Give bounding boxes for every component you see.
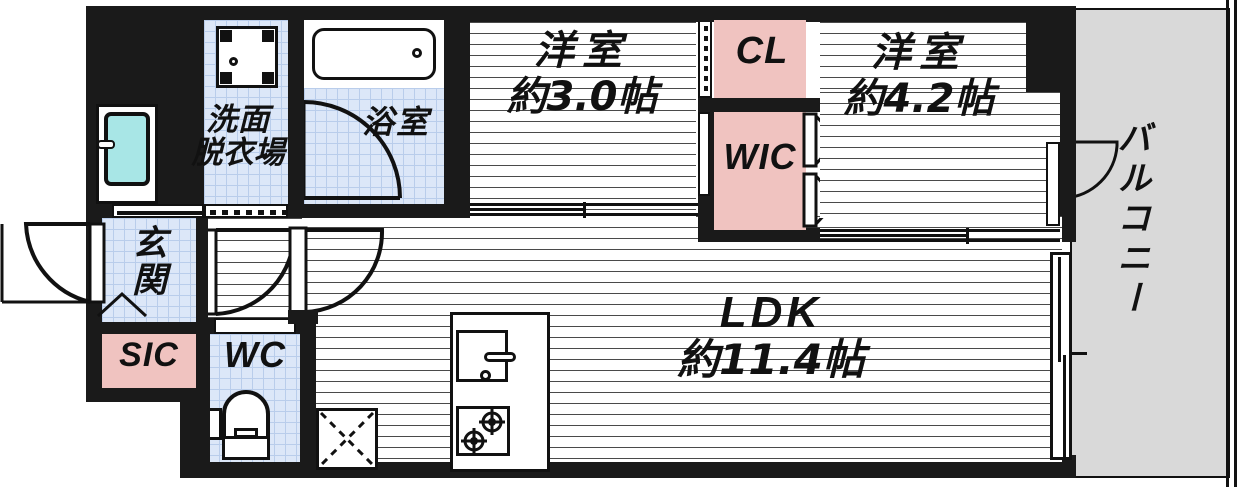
washing-machine-pan: [104, 112, 150, 186]
exterior-wall-right-mid: [1058, 6, 1076, 242]
toilet-seat-lid-icon: [234, 428, 258, 438]
exterior-wall-left-lower-vert: [180, 386, 196, 478]
ldk-door[interactable]: [288, 226, 390, 320]
entrance-line2: 関: [131, 260, 168, 301]
ldk-label: LDK 約11.4帖: [626, 288, 916, 385]
bedroom-large-window[interactable]: [1046, 142, 1060, 226]
wall-cl-wic: [698, 98, 820, 112]
washroom-label: 洗面 脱衣場: [178, 104, 298, 169]
toilet-label: WC: [224, 334, 286, 375]
balcony-outline: [1070, 8, 1230, 478]
exterior-wall-top: [86, 6, 1076, 22]
balcony-area: [1070, 8, 1230, 478]
balcony-outer-rail2: [1234, 0, 1237, 487]
exterior-wall-left-lower: [86, 386, 196, 402]
wall-wc-left: [196, 322, 210, 462]
wall-wc-right: [300, 322, 316, 462]
bath-door[interactable]: [290, 100, 418, 204]
closet-cl-label: CL: [735, 30, 789, 72]
bedroom-small-label: 洋室 約3.0帖: [470, 30, 694, 118]
bathtub-drain-icon: [412, 48, 422, 58]
bedroom-large-floor2: [820, 92, 1060, 218]
wall-hall-left: [196, 218, 208, 322]
ldk-area: 約11.4帖: [677, 335, 865, 385]
exterior-wall-bottom: [180, 462, 1076, 478]
wall-ldk-door-bottom: [288, 310, 318, 324]
sic-label: SIC: [119, 336, 179, 374]
ldk-name: LDK: [719, 288, 823, 337]
exterior-wall-right-bottom: [1058, 455, 1076, 478]
bedroom-small-floor: [468, 22, 696, 218]
vanity-corner-tl: [220, 30, 232, 42]
vanity-corner-bl: [220, 72, 232, 84]
bedroom-large-sliding-door[interactable]: [820, 228, 1060, 244]
wall-wic-left: [698, 6, 714, 22]
bedroom-small-area: 約3.0帖: [506, 74, 658, 120]
vanity-corner-tr: [262, 30, 274, 42]
entrance-line1: 玄: [131, 224, 168, 264]
bath-floor: [304, 88, 444, 204]
entrance-floor: [102, 218, 196, 322]
toilet-door[interactable]: [214, 318, 296, 334]
closet-wic-area: [714, 112, 806, 230]
wall-bath-left: [288, 6, 304, 206]
washroom-door-sliding[interactable]: [112, 204, 204, 218]
wall-bath-right: [444, 6, 458, 218]
entrance-step-icon: [96, 291, 148, 318]
balcony-outer-rail: [1226, 0, 1229, 487]
closet-wic-label: WIC: [723, 136, 797, 177]
bedroom-small-sliding-door[interactable]: [470, 202, 698, 218]
bedroom-large-label: 洋室 約4.2帖: [814, 32, 1024, 120]
balcony-sliding-door[interactable]: [1050, 252, 1072, 460]
vanity-drain-icon: [229, 57, 238, 66]
hall-door[interactable]: [200, 228, 302, 322]
ldk-floor-right: [820, 216, 1062, 462]
closet-cl-door[interactable]: [698, 20, 712, 98]
washroom-line2: 脱衣場: [191, 134, 285, 171]
sic-area: [102, 334, 196, 388]
kitchen-faucet-icon: [484, 352, 516, 362]
washing-machine-faucet-icon: [97, 140, 115, 149]
refrigerator-space-x-icon: [319, 411, 375, 467]
washroom-line1: 洗面: [206, 102, 270, 138]
gas-stove-burners-icon: [461, 409, 505, 454]
toilet-tank: [222, 436, 270, 460]
wall-bath-bottom: [288, 204, 458, 218]
bedroom-large-name: 洋室: [871, 30, 967, 76]
bedroom-small-name: 洋室: [534, 28, 630, 74]
wall-entrance-sic: [96, 322, 202, 334]
entrance-label: 玄 関: [112, 226, 188, 300]
closet-wic-door-left[interactable]: [698, 112, 710, 196]
bedroom-large-area: 約4.2帖: [843, 76, 995, 122]
gas-stove: [456, 406, 510, 456]
washroom-entry-door[interactable]: [204, 204, 288, 218]
wall-wic-bottom: [698, 228, 820, 242]
entrance-door[interactable]: [0, 222, 106, 314]
vanity-corner-br: [262, 72, 274, 84]
kitchen-drain-icon: [480, 370, 491, 381]
closet-cl-area: [714, 20, 806, 98]
bedroom-small-wall-left: [456, 6, 470, 218]
